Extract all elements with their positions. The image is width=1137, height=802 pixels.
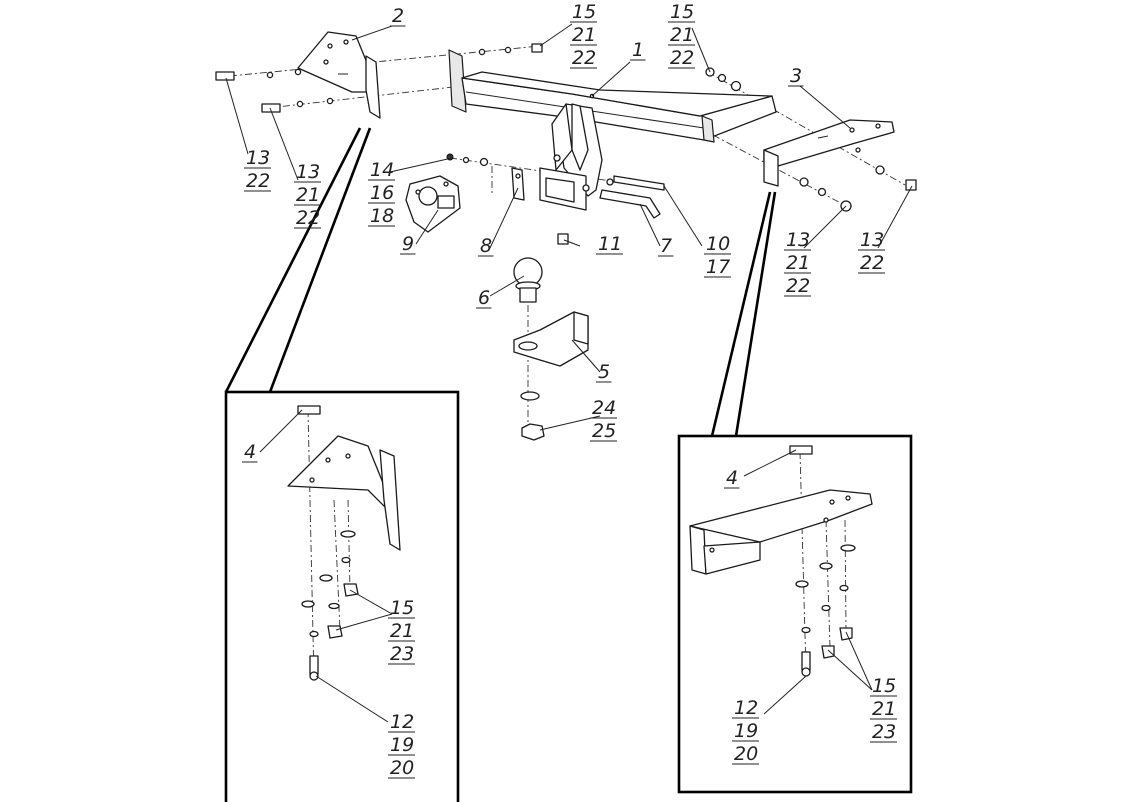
fasteners-top — [215, 43, 917, 245]
callout-number: 22 — [670, 47, 694, 69]
callout-number: 23 — [872, 721, 896, 743]
callout-number: 1 — [632, 39, 644, 61]
callout-number: 15 — [572, 1, 596, 23]
detail-left-parts — [287, 405, 401, 681]
hitch-pin — [599, 175, 665, 219]
callout-number: 2 — [392, 5, 404, 27]
bracket-left — [297, 31, 381, 119]
callout-9: 9 — [400, 233, 416, 255]
callout-number: 13 — [296, 161, 320, 183]
callout-number: 23 — [390, 643, 414, 665]
callout-number: 19 — [734, 720, 758, 742]
callout-number: 5 — [598, 361, 610, 383]
callout-number: 20 — [734, 743, 758, 765]
callout-2: 2 — [390, 5, 406, 27]
callout-number: 22 — [246, 170, 270, 192]
callout-number: 21 — [872, 698, 896, 720]
callout-number: 12 — [390, 711, 414, 733]
callout-number: 4 — [244, 441, 256, 463]
callout-number: 4 — [726, 467, 738, 489]
ball-nut — [520, 391, 545, 441]
callout-number: 17 — [706, 256, 730, 278]
callout-number: 22 — [296, 207, 320, 229]
clip-plate — [511, 167, 525, 201]
callout-number: 19 — [390, 734, 414, 756]
hitch-receiver — [539, 103, 603, 211]
callout-number: 15 — [390, 597, 414, 619]
callout-number: 7 — [660, 235, 672, 257]
callout-number: 21 — [296, 184, 320, 206]
detail-right-parts — [689, 445, 873, 677]
callout-number: 15 — [872, 675, 896, 697]
callout-4-left: 4 — [242, 441, 258, 463]
callout-number: 6 — [478, 287, 490, 309]
callout-number: 20 — [390, 757, 414, 779]
callout-number: 15 — [670, 1, 694, 23]
socket-plate — [405, 175, 461, 233]
callout-number: 22 — [786, 275, 810, 297]
callout-number: 21 — [786, 252, 810, 274]
callout-number: 13 — [786, 229, 810, 251]
leader-lines — [225, 23, 913, 723]
callout-7: 7 — [658, 235, 674, 257]
callout-number: 24 — [592, 397, 616, 419]
callout-number: 11 — [598, 233, 622, 255]
callout-number: 22 — [572, 47, 596, 69]
callout-number: 13 — [860, 229, 884, 251]
cross-beam — [448, 49, 777, 143]
callout-4-right: 4 — [724, 467, 740, 489]
callout-number: 8 — [480, 235, 492, 257]
detail-frame-right — [677, 191, 913, 794]
callout-number: 21 — [572, 24, 596, 46]
callout-1: 1 — [630, 39, 646, 61]
callout-number: 10 — [706, 233, 730, 255]
callout-number: 9 — [402, 233, 414, 255]
callout-number: 13 — [246, 147, 270, 169]
callout-number: 14 — [370, 159, 394, 181]
callout-number: 18 — [370, 205, 394, 227]
callout-number: 21 — [390, 620, 414, 642]
callout-11: 11 — [596, 233, 623, 255]
callout-number: 21 — [670, 24, 694, 46]
callout-number: 16 — [370, 182, 394, 204]
callout-number: 22 — [860, 252, 884, 274]
callout-number: 25 — [592, 420, 616, 442]
bracket-right — [763, 119, 895, 187]
tow-ball — [513, 257, 543, 303]
callout-3: 3 — [788, 65, 804, 87]
callout-8: 8 — [478, 235, 494, 257]
callout-number: 3 — [790, 65, 802, 87]
callout-6: 6 — [476, 287, 492, 309]
ball-mount — [513, 311, 589, 367]
callout-number: 12 — [734, 697, 758, 719]
callout-5: 5 — [596, 361, 612, 383]
